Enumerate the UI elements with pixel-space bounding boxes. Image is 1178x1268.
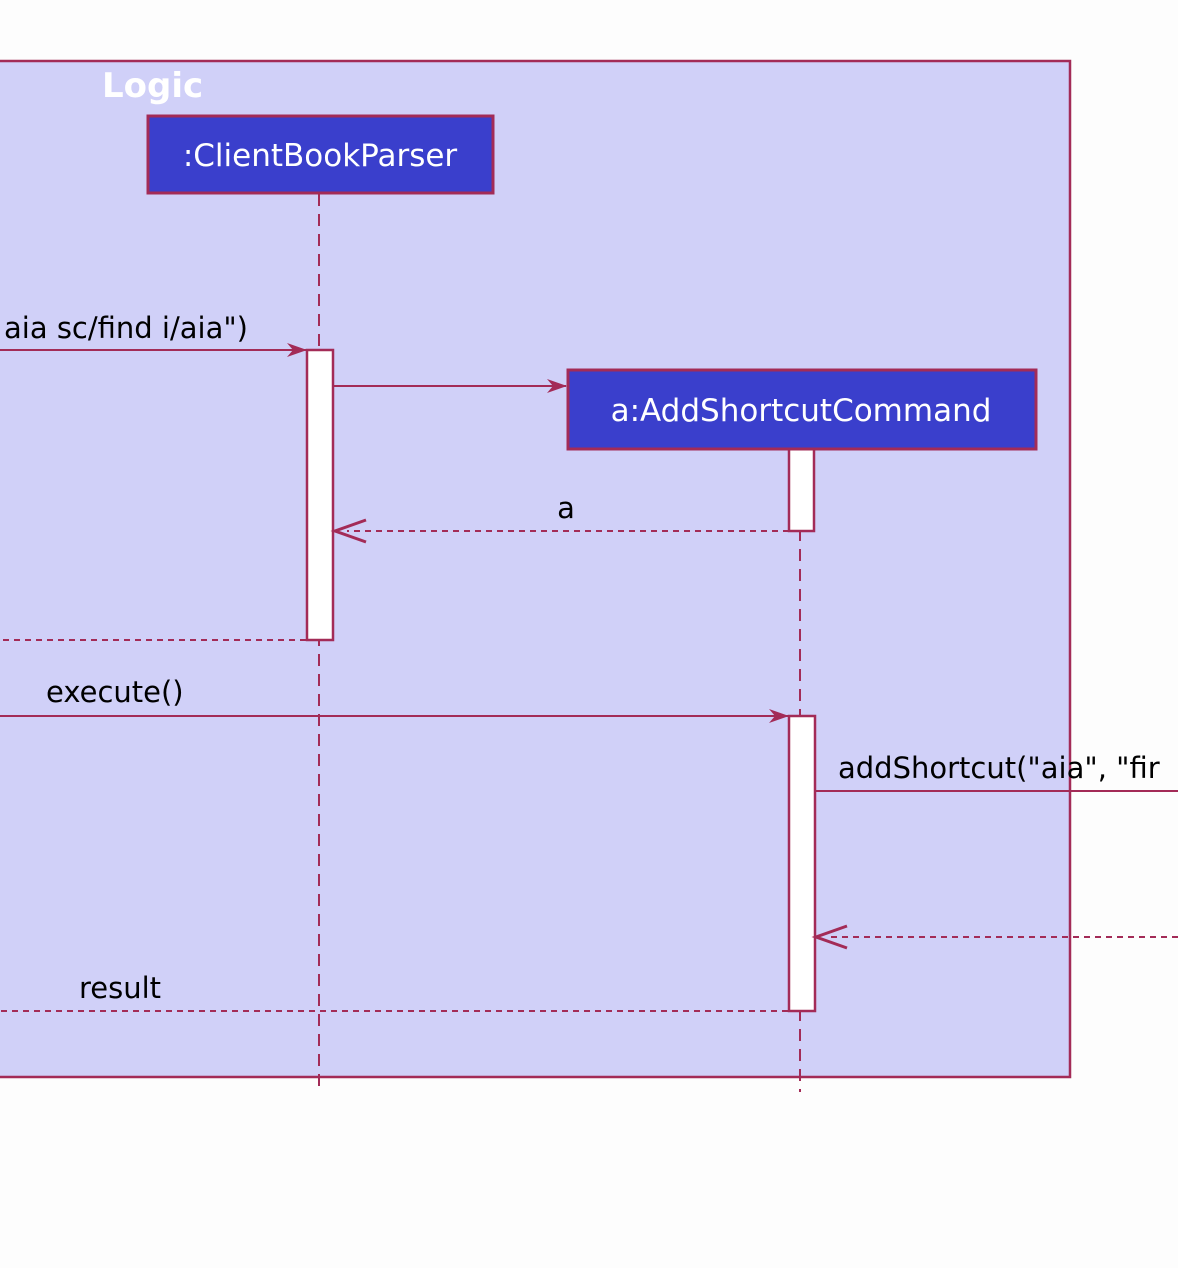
command-activation-bar-create — [787, 447, 816, 533]
parse-call-label: aia sc/find i/aia") — [4, 311, 248, 345]
command-participant-label: a:AddShortcutCommand — [611, 393, 992, 429]
return-a-label: a — [557, 491, 575, 525]
add-shortcut-return-arrowhead — [811, 924, 848, 950]
command-participant-box[interactable] — [566, 368, 1038, 451]
add-shortcut-call-label: addShortcut("aia", "fir — [838, 751, 1160, 785]
return-a-arrowhead — [330, 518, 367, 544]
execute-call-label: execute() — [46, 675, 184, 709]
parser-participant-label: :ClientBookParser — [183, 138, 458, 174]
parser-activation-bar — [305, 348, 335, 642]
return-result-label: result — [79, 971, 161, 1005]
command-activation-bar-execute — [787, 714, 817, 1013]
logic-frame-title: Logic — [102, 66, 203, 106]
logic-frame — [0, 59, 1072, 1079]
parser-participant-box[interactable] — [146, 114, 495, 195]
